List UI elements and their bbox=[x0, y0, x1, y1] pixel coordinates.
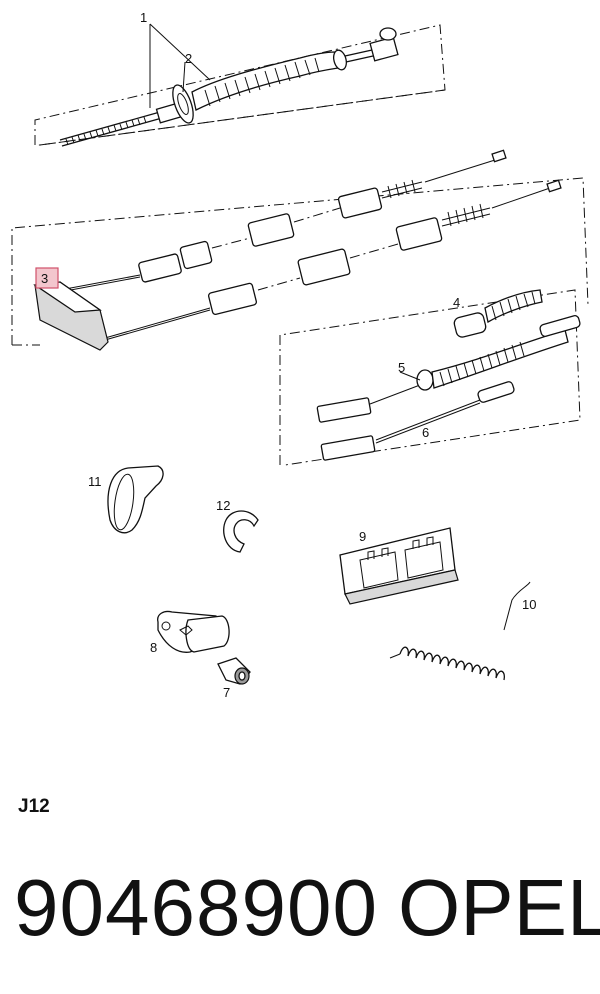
spring-part-10: 10 bbox=[389, 581, 536, 681]
bolt-part-7: 7 bbox=[217, 657, 251, 700]
boot-part-4: 4 bbox=[453, 289, 543, 338]
bracket-part-8: 8 bbox=[150, 610, 230, 655]
callout-7: 7 bbox=[223, 685, 230, 700]
cable-part-6: 6 bbox=[320, 381, 515, 461]
callout-6: 6 bbox=[422, 425, 429, 440]
callout-2: 2 bbox=[185, 51, 192, 66]
rear-cable-assembly: 3 bbox=[11, 149, 589, 351]
callout-10: 10 bbox=[522, 597, 536, 612]
cable-parts-group: 4 5 6 bbox=[279, 289, 581, 466]
callout-9: 9 bbox=[359, 529, 366, 544]
callout-12: 12 bbox=[216, 498, 230, 513]
front-cable-assembly: 1 2 bbox=[34, 10, 446, 147]
parts-diagram: 1 2 3 bbox=[11, 10, 589, 700]
callout-4: 4 bbox=[453, 295, 460, 310]
brand-name: OPEL bbox=[398, 863, 600, 952]
clip-part-12: 12 bbox=[216, 498, 259, 553]
threaded-rod bbox=[59, 111, 163, 147]
highlight-callout-3 bbox=[35, 267, 59, 289]
callout-1: 1 bbox=[140, 10, 147, 25]
diagram-code: J12 bbox=[18, 796, 50, 817]
housing-part-9: 9 bbox=[339, 527, 459, 605]
cable-part-5: 5 bbox=[316, 315, 581, 423]
part-number: 90468900 bbox=[14, 863, 378, 952]
callout-8: 8 bbox=[150, 640, 157, 655]
rubber-loop-part-11: 11 bbox=[88, 465, 164, 534]
callout-5: 5 bbox=[398, 360, 405, 375]
callout-3: 3 bbox=[41, 271, 48, 286]
callout-11: 11 bbox=[88, 474, 102, 489]
